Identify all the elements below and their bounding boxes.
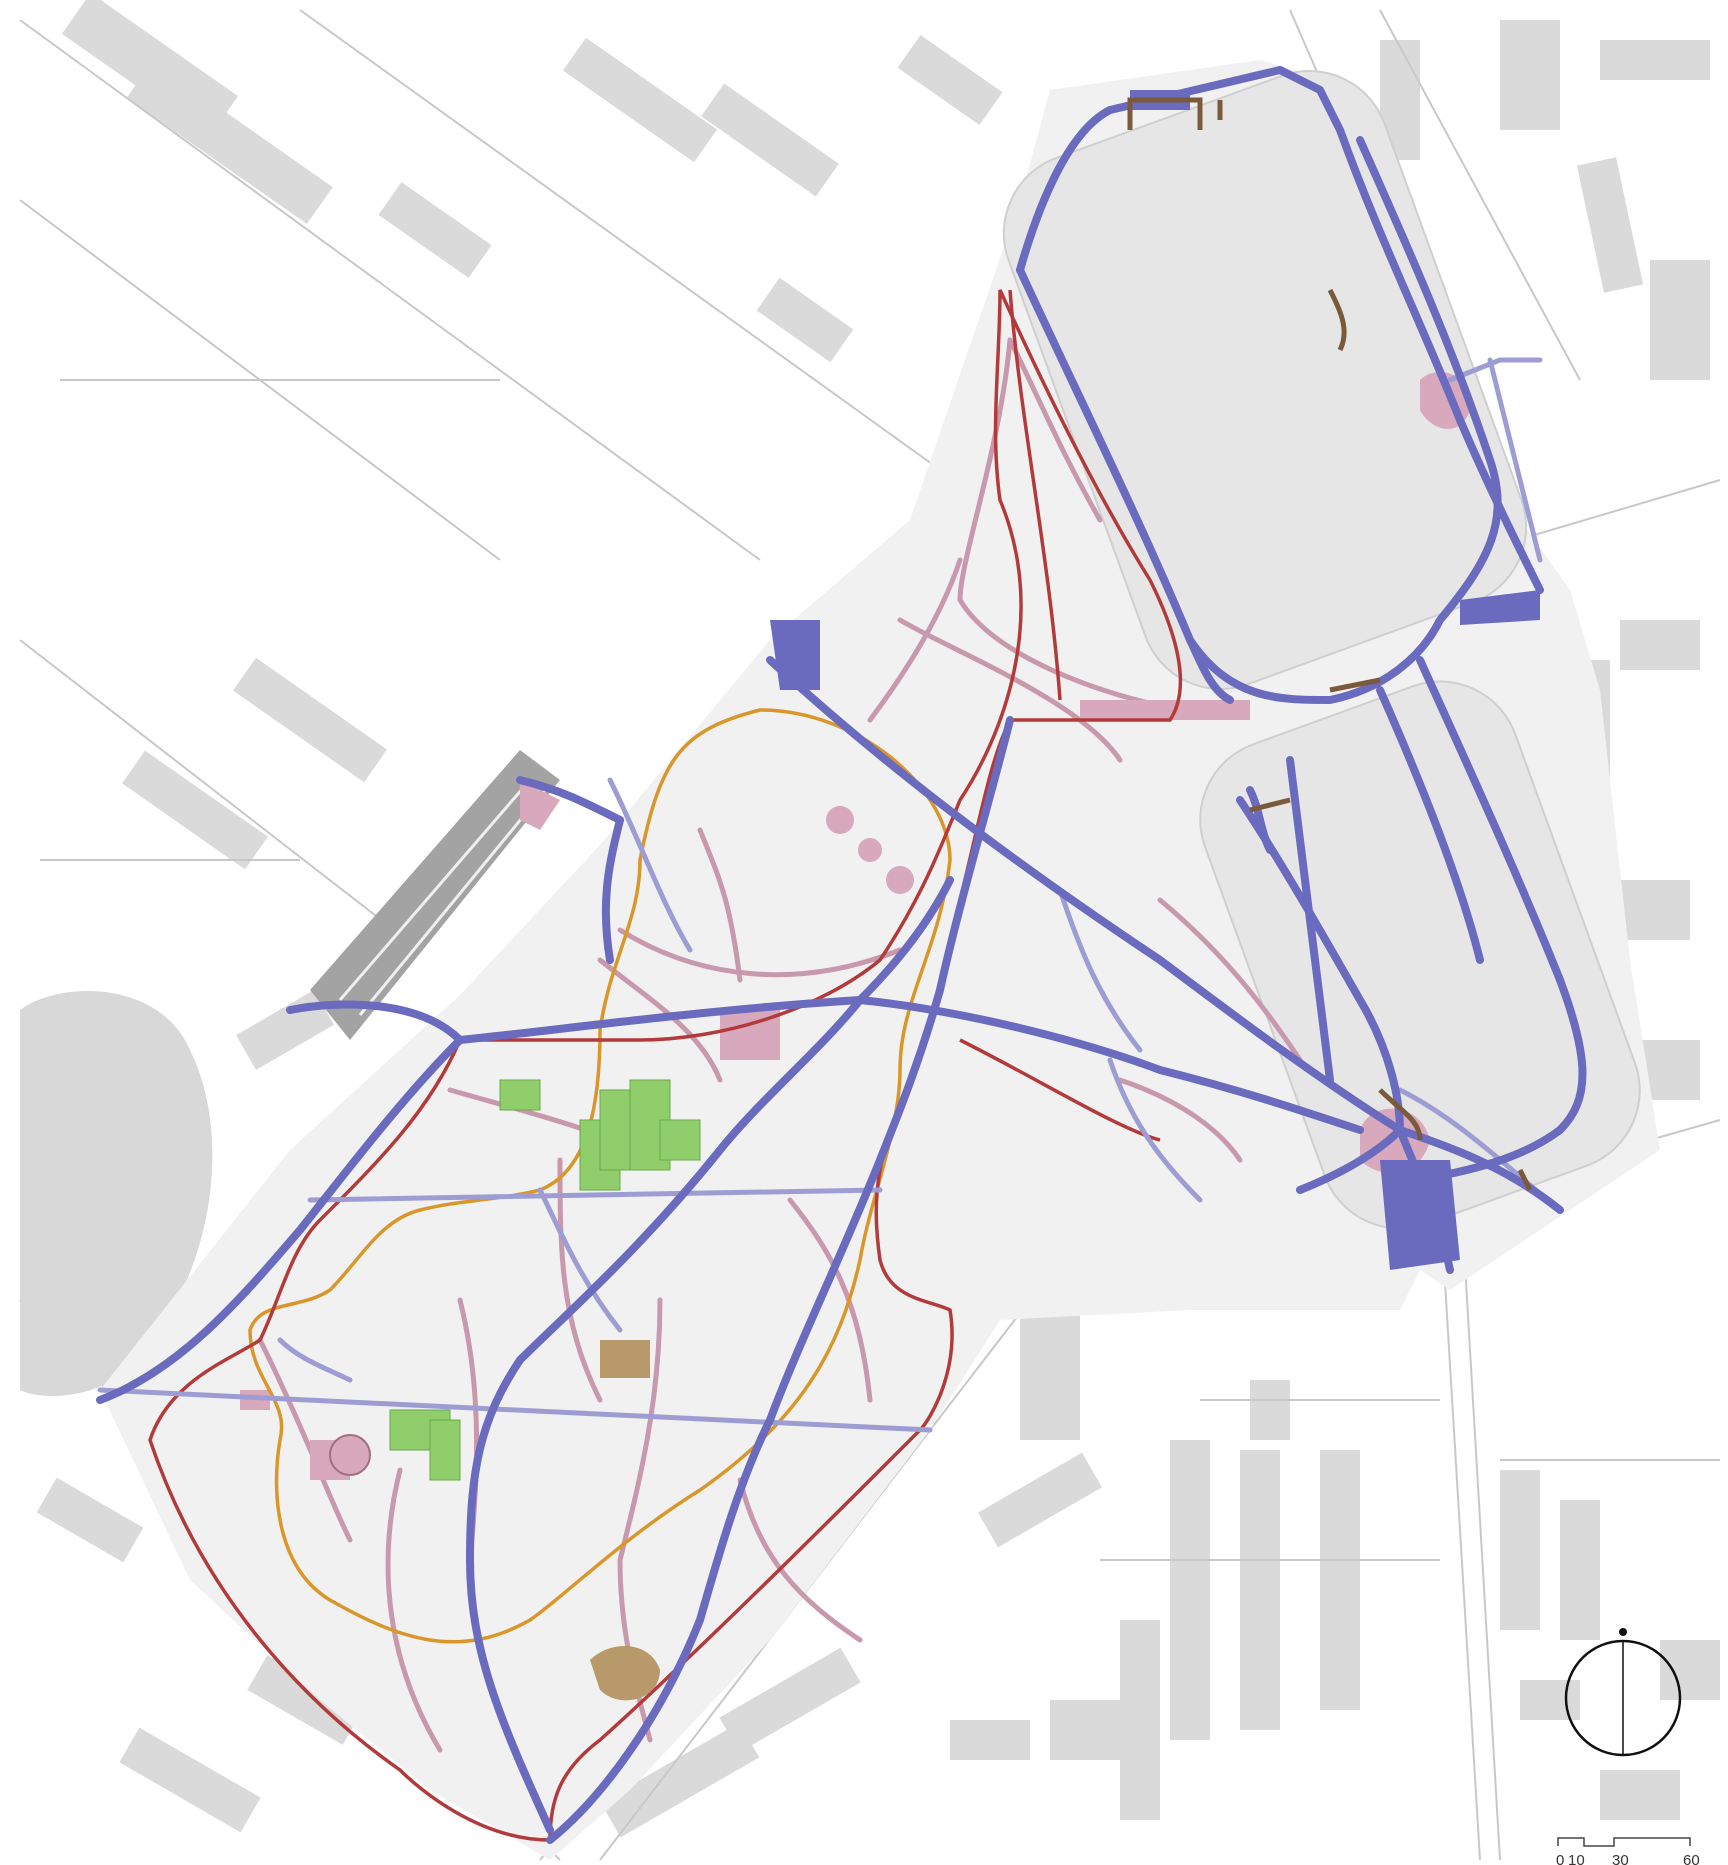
plaza — [520, 780, 560, 830]
sports-facility — [659, 1119, 701, 1161]
building — [247, 1655, 363, 1745]
parking-lot-markings — [338, 779, 547, 1016]
building — [1600, 1770, 1680, 1820]
building — [1170, 1440, 1210, 1740]
building — [719, 1647, 861, 1753]
plaza — [826, 806, 854, 834]
building — [1650, 260, 1710, 380]
scale-bar — [1557, 1837, 1691, 1847]
building — [232, 657, 388, 783]
plaza — [1080, 700, 1250, 720]
building — [756, 277, 854, 363]
plaza — [886, 866, 914, 894]
building — [1320, 1450, 1360, 1710]
building — [36, 1477, 144, 1563]
building — [1050, 1700, 1130, 1760]
building — [1240, 1450, 1280, 1730]
parking-lot — [310, 750, 560, 1040]
main-walkways — [96, 66, 1587, 1844]
building — [119, 1727, 261, 1833]
building — [950, 1720, 1030, 1760]
building — [1560, 1500, 1600, 1640]
pier-structures — [1127, 97, 1533, 1192]
building — [126, 60, 333, 224]
building — [1020, 1300, 1080, 1440]
building — [701, 83, 839, 197]
plazas — [240, 371, 1472, 1480]
plaza-main — [1460, 590, 1540, 625]
building — [1500, 1470, 1540, 1630]
building — [978, 1452, 1102, 1548]
north-arrow-icon — [1564, 1628, 1682, 1757]
sports-facilities — [389, 1079, 701, 1481]
playground — [590, 1646, 660, 1701]
building — [1576, 157, 1644, 293]
pond — [20, 990, 213, 1396]
surrounding-buildings — [36, 0, 1720, 1838]
scale-tick-label: 10 — [1568, 1852, 1585, 1865]
building — [1250, 1380, 1290, 1440]
building — [1620, 880, 1690, 940]
building — [1500, 20, 1560, 130]
bike-route — [1008, 289, 1062, 701]
building — [1620, 620, 1700, 670]
plaza-main — [1380, 1160, 1460, 1270]
building — [378, 182, 492, 278]
building — [122, 750, 268, 870]
sand-court — [600, 1340, 650, 1378]
scale-tick-label: 30 — [1612, 1852, 1629, 1865]
sports-facility — [499, 1079, 541, 1111]
building — [897, 34, 1003, 126]
scale-tick-label: 0 — [1556, 1852, 1564, 1865]
secondary-paths — [97, 357, 1563, 1433]
building — [562, 37, 718, 163]
scale-tick-label: 60 — [1683, 1852, 1700, 1865]
plaza — [858, 838, 882, 862]
building — [1660, 1640, 1720, 1700]
sports-facility — [429, 1419, 461, 1481]
building — [1600, 40, 1710, 80]
fountain — [329, 1434, 371, 1476]
plaza — [720, 1010, 780, 1060]
building — [1520, 1680, 1580, 1720]
main-plazas — [770, 90, 1540, 1270]
plaza-main — [770, 620, 820, 690]
